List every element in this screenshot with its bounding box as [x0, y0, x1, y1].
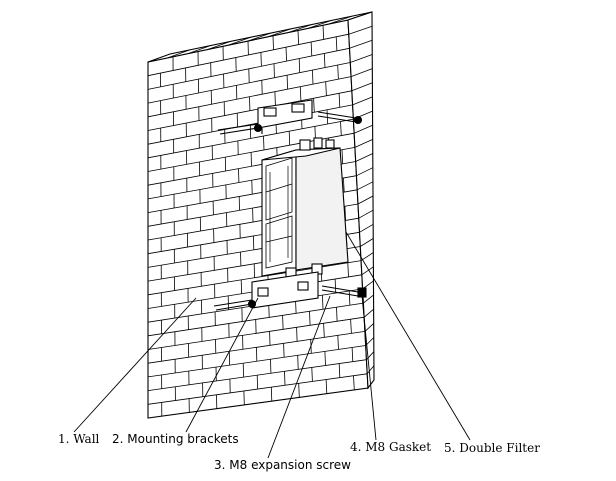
expansion-screw-upper-right	[317, 111, 363, 125]
expansion-screw-lower-right	[321, 285, 367, 298]
double-filter-unit	[261, 137, 349, 279]
mounting-bracket-upper	[257, 99, 313, 134]
label-double-filter: 5. Double Filter	[444, 441, 540, 455]
expansion-screw-upper-left	[217, 123, 263, 135]
leader-lines	[73, 231, 471, 459]
label-mounting-brackets: 2. Mounting brackets	[112, 432, 239, 446]
mounting-bracket-lower	[251, 271, 319, 309]
label-wall: 1. Wall	[58, 432, 100, 446]
label-gasket: 4. M8 Gasket	[350, 440, 432, 454]
label-expansion-screw: 3. M8 expansion screw	[214, 458, 351, 472]
